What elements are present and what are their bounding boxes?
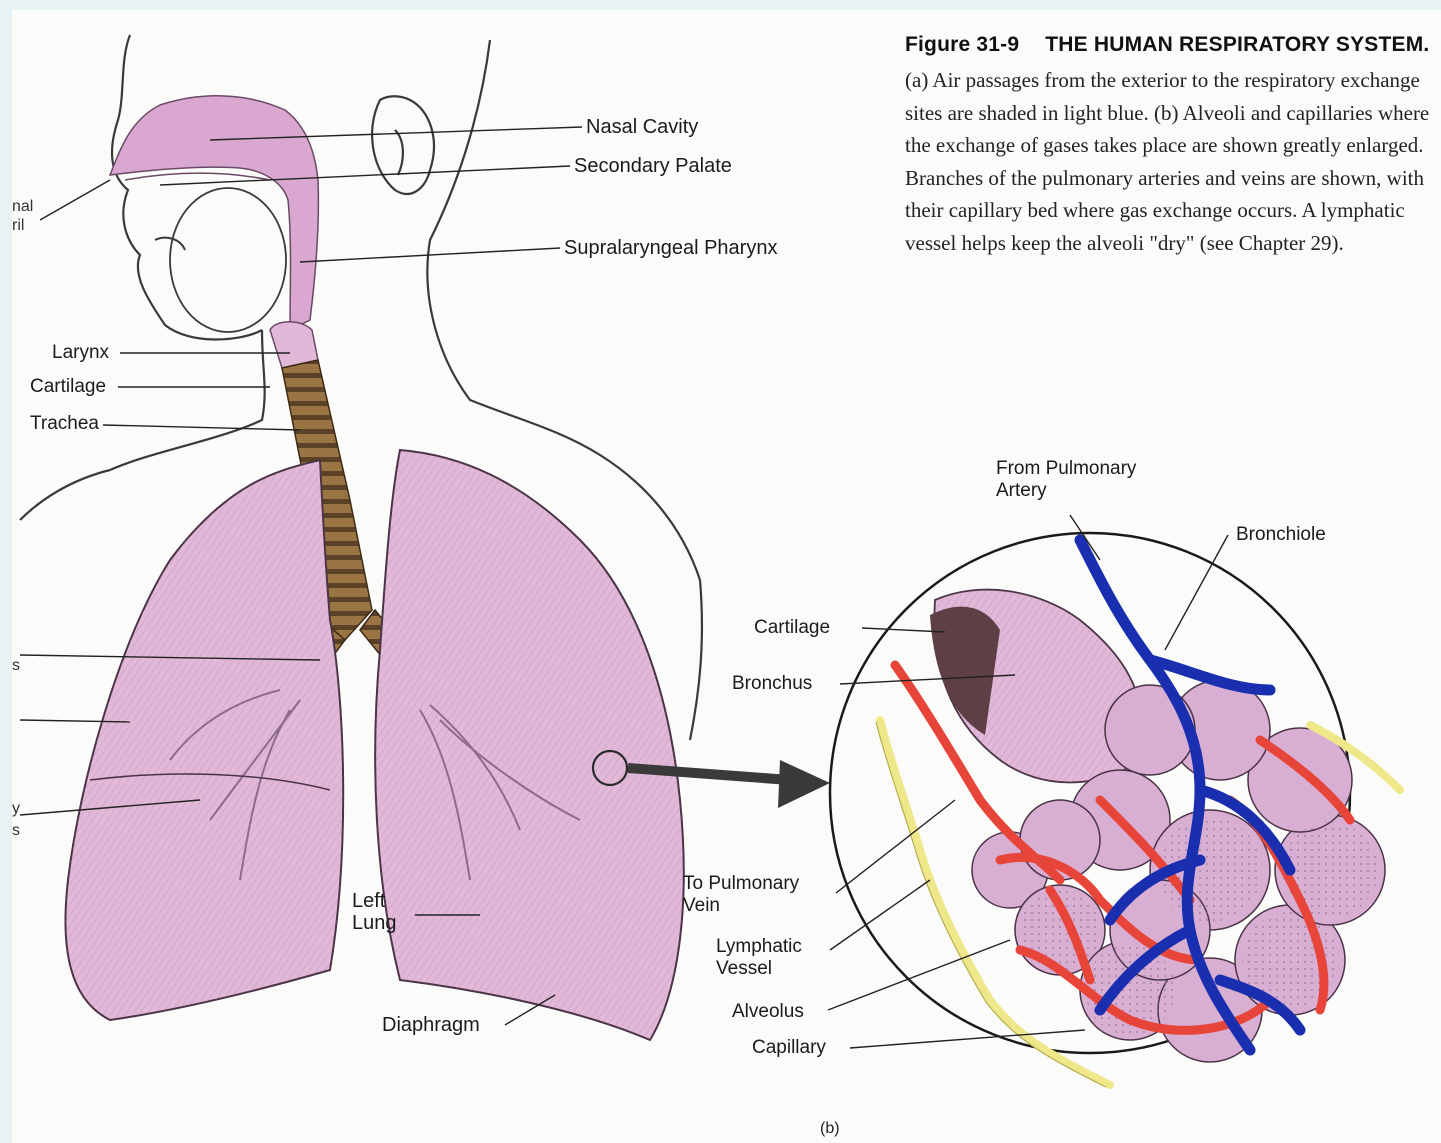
label-capillary: Capillary [752,1037,826,1059]
cropped-label-fragment: y [12,800,20,818]
figure-title: THE HUMAN RESPIRATORY SYSTEM. [1045,33,1429,56]
label-from-pulmonary-artery: From Pulmonary Artery [996,458,1136,502]
label-nasal-cavity: Nasal Cavity [586,116,698,138]
upper-airway [110,96,318,332]
label-supralaryngeal-pharynx: Supralaryngeal Pharynx [564,237,777,259]
label-trachea: Trachea [30,413,99,435]
label-lymphatic-vessel: Lymphatic Vessel [716,936,802,980]
label-alveolus: Alveolus [732,1001,804,1023]
left-lung [375,450,684,1040]
figure-caption: Figure 31-9 THE HUMAN RESPIRATORY SYSTEM.… [905,32,1435,259]
label-to-pulmonary-vein: To Pulmonary Vein [683,873,799,917]
cropped-label-fragment: s [12,822,20,840]
caption-title: Figure 31-9 THE HUMAN RESPIRATORY SYSTEM. [905,32,1435,58]
caption-body: (a) Air passages from the exterior to th… [905,64,1435,259]
label-diaphragm: Diaphragm [382,1014,480,1036]
label-left-lung: Left Lung [352,890,397,934]
label-cartilage-b: Cartilage [754,617,830,639]
figure-number: Figure 31-9 [905,33,1019,56]
cropped-label-fragment: ril [12,217,24,235]
label-bronchiole: Bronchiole [1236,524,1326,546]
right-lung [65,460,343,1020]
label-bronchus: Bronchus [732,673,812,695]
label-secondary-palate: Secondary Palate [574,155,732,177]
label-cartilage-a: Cartilage [30,376,106,398]
panel-b-marker: (b) [820,1120,840,1138]
cropped-label-fragment: nal [12,198,33,216]
cropped-label-fragment: s [12,657,20,675]
label-larynx: Larynx [52,342,109,364]
